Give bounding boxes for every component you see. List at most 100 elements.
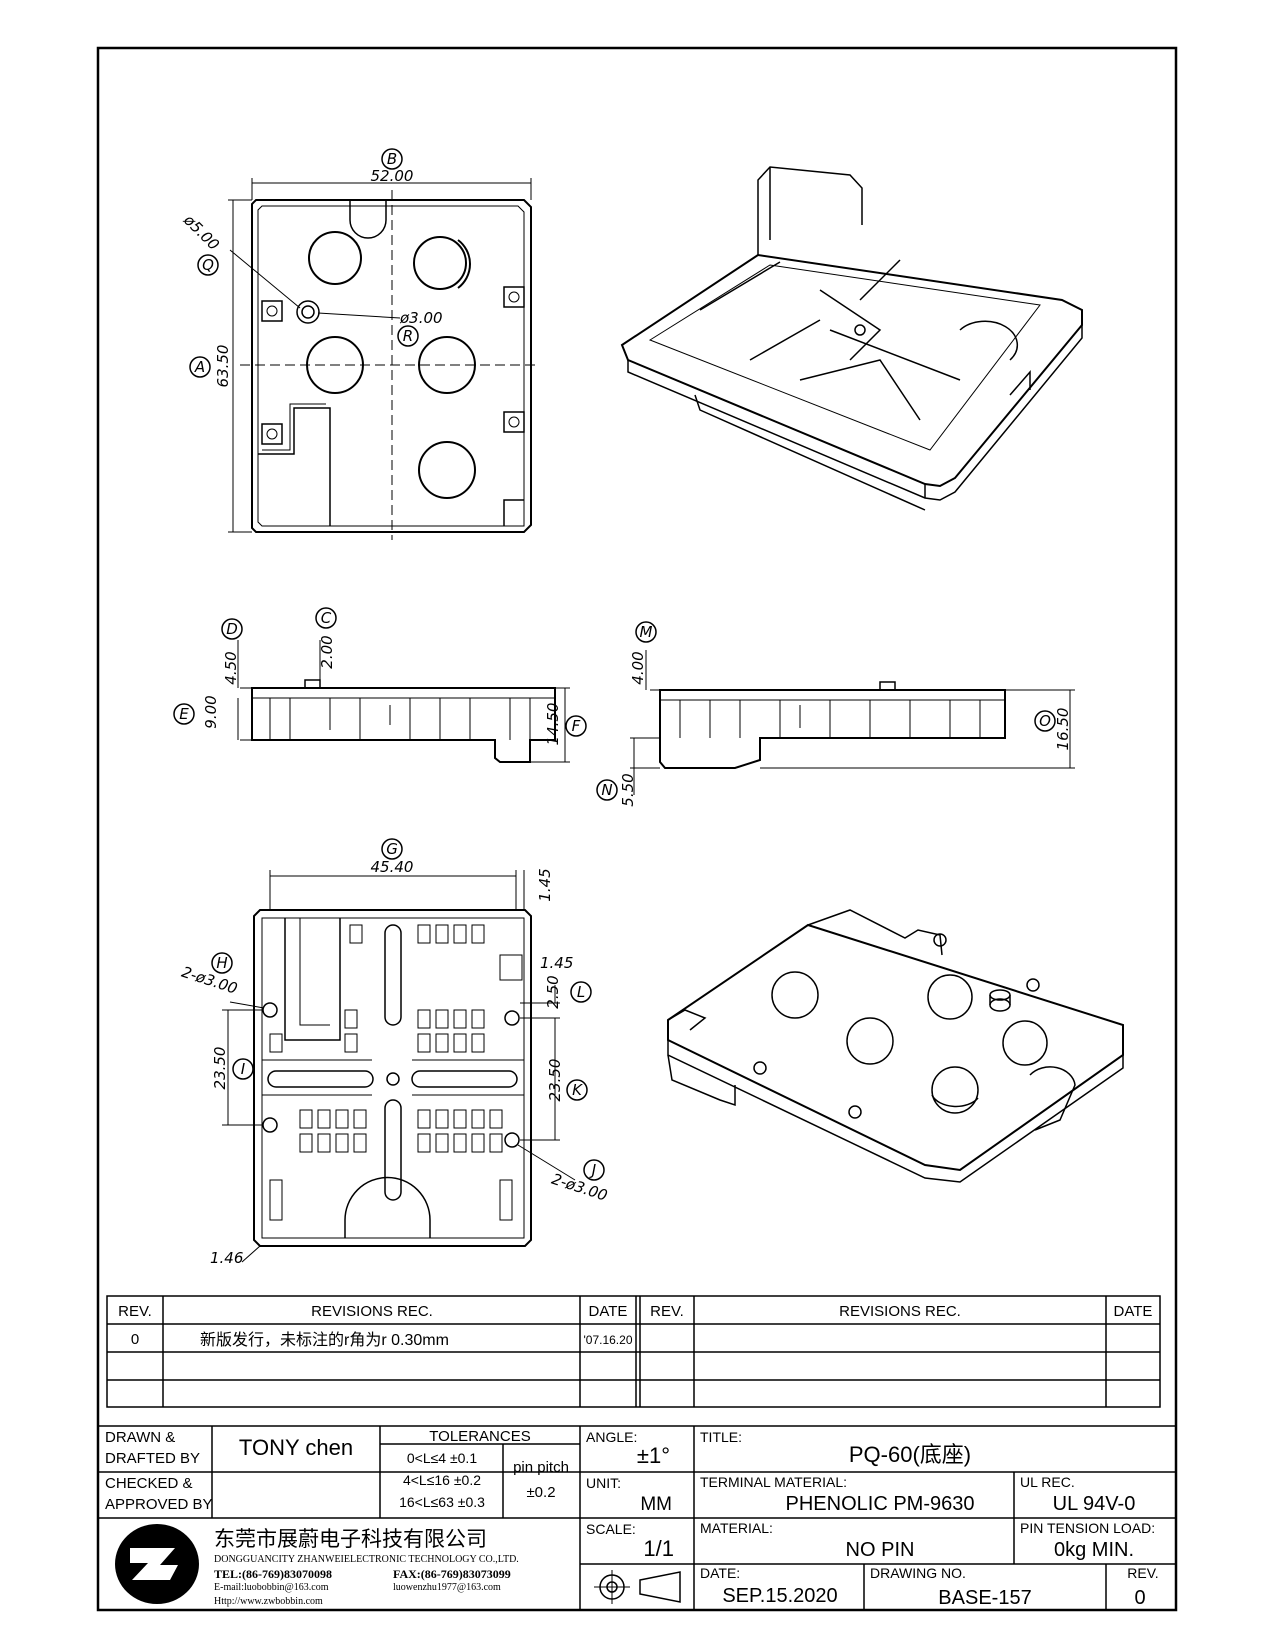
dim-i-label: I: [241, 1060, 246, 1078]
bottom-view-labels: G 45.40 1.45 H 2-ø3.00 1.45 L 2.50 I 23.…: [179, 838, 610, 1267]
ul-rec-label: UL REC.: [1020, 1474, 1075, 1490]
dim-c-label: C: [321, 609, 332, 627]
dim-r-value: ø3.00: [399, 309, 443, 327]
side-view-left: [237, 640, 570, 763]
dim-f-label: F: [572, 717, 581, 735]
dim-n-value: 5.50: [619, 773, 637, 806]
drawn-value: TONY chen: [239, 1435, 353, 1460]
dim-m-value: 4.00: [629, 651, 647, 684]
dim-r-label: R: [403, 327, 413, 345]
date-label: DATE:: [700, 1565, 740, 1581]
dim-h-label: H: [216, 954, 227, 972]
rev-header-right: REV.: [650, 1303, 684, 1320]
revisions-header-right: REVISIONS REC.: [839, 1303, 961, 1320]
revision-rev-0: 0: [131, 1331, 139, 1348]
side-view-right: [630, 650, 1075, 795]
checked-label-2: APPROVED BY: [105, 1496, 213, 1513]
company-info: 东莞市展蔚电子科技有限公司 DONGGUANCITY ZHANWEIELECTR…: [214, 1527, 519, 1607]
dim-o-value: 16.50: [1054, 708, 1072, 751]
dim-b-label: B: [387, 150, 397, 168]
title-label: TITLE:: [700, 1429, 742, 1445]
dim-n-label: N: [601, 781, 612, 799]
revisions-table: [106, 1295, 1161, 1408]
rev-value: 0: [1134, 1587, 1145, 1609]
unit-label: UNIT:: [586, 1475, 621, 1491]
pin-tension-value: 0kg MIN.: [1054, 1539, 1134, 1561]
company-email: E-mail:luobobbin@163.com: [214, 1582, 329, 1593]
scale-value: 1/1: [643, 1536, 674, 1561]
pin-pitch-label: pin pitch: [513, 1459, 569, 1476]
company-name-en: DONGGUANCITY ZHANWEIELECTRONIC TECHNOLOG…: [214, 1554, 519, 1565]
title-block: [98, 1425, 1176, 1610]
dim-d-value: 4.50: [222, 651, 240, 684]
rev-header-left: REV.: [118, 1303, 152, 1320]
side-view-left-labels: D 4.50 C 2.00 E 9.00 F 14.50: [173, 607, 587, 746]
scale-label: SCALE:: [586, 1521, 636, 1537]
dim-j-value: 2-ø3.00: [549, 1170, 609, 1205]
dim-e-value: 9.00: [202, 695, 220, 728]
dim-q-value: ø5.00: [179, 210, 223, 254]
tolerance-row-1: 0<L≤4 ±0.1: [407, 1450, 477, 1466]
tolerances-label: TOLERANCES: [429, 1428, 530, 1445]
terminal-material-value: PHENOLIC PM-9630: [786, 1493, 975, 1515]
company-fax: FAX:(86-769)83073099: [393, 1567, 511, 1581]
drawing-no-value: BASE-157: [938, 1587, 1031, 1609]
company-name-cn: 东莞市展蔚电子科技有限公司: [214, 1527, 487, 1551]
title-value: PQ-60(底座): [849, 1442, 971, 1467]
angle-label: ANGLE:: [586, 1429, 637, 1445]
date-header-right: DATE: [1114, 1303, 1153, 1320]
isometric-view-top: [620, 166, 1083, 511]
dim-j-label: J: [589, 1161, 596, 1179]
company-tel: TEL:(86-769)83070098: [214, 1567, 332, 1581]
dim-g-label: G: [386, 840, 398, 858]
dim-i-value: 23.50: [211, 1047, 229, 1090]
material-label: MATERIAL:: [700, 1520, 773, 1536]
drawn-label-2: DRAFTED BY: [105, 1450, 200, 1467]
dim-g-offset: 1.45: [536, 868, 554, 901]
top-view: [228, 178, 540, 540]
dim-l-offset: 1.45: [540, 954, 573, 972]
rev-label: REV.: [1127, 1565, 1158, 1581]
date-header-left: DATE: [589, 1303, 628, 1320]
revisions-table-text: REV. REVISIONS REC. DATE REV. REVISIONS …: [118, 1303, 1152, 1349]
sheet-border: [96, 46, 1178, 1612]
dim-k-label: K: [572, 1081, 583, 1099]
dim-d-label: D: [226, 620, 238, 638]
ul-rec-value: UL 94V-0: [1053, 1493, 1136, 1515]
checked-label-1: CHECKED &: [105, 1475, 193, 1492]
dim-m-label: M: [640, 623, 653, 641]
pin-tension-label: PIN TENSION LOAD:: [1020, 1520, 1155, 1536]
unit-value: MM: [640, 1494, 672, 1515]
side-view-right-labels: M 4.00 N 5.50 O 16.50: [596, 621, 1072, 807]
dim-b-value: 52.00: [371, 167, 414, 185]
dim-a-label: A: [194, 358, 205, 376]
isometric-view-bottom: [667, 909, 1124, 1183]
dim-f-value: 14.50: [544, 703, 562, 746]
dim-o-label: O: [1039, 712, 1051, 730]
dim-c-value: 2.00: [318, 635, 336, 668]
dim-l-value: 2.50: [544, 975, 562, 1008]
dim-a-value: 63.50: [214, 345, 232, 388]
date-value: SEP.15.2020: [722, 1585, 837, 1607]
angle-value: ±1°: [637, 1443, 670, 1468]
bottom-view: [222, 870, 576, 1263]
dim-k-value: 23.50: [546, 1059, 564, 1102]
company-email-2: luowenzhu1977@163.com: [393, 1582, 501, 1593]
material-value: NO PIN: [846, 1539, 915, 1561]
dim-e-label: E: [179, 705, 189, 723]
drawn-label-1: DRAWN &: [105, 1429, 175, 1446]
dim-l-label: L: [577, 983, 585, 1001]
drawing-no-label: DRAWING NO.: [870, 1565, 966, 1581]
dim-q-label: Q: [202, 256, 214, 274]
dim-g-value: 45.40: [371, 858, 414, 876]
dim-corner: 1.46: [210, 1249, 243, 1267]
tolerance-row-2: 4<L≤16 ±0.2: [403, 1472, 481, 1488]
terminal-material-label: TERMINAL MATERIAL:: [700, 1474, 847, 1490]
revision-text-0: 新版发行，未标注的r角为r 0.30mm: [200, 1331, 449, 1349]
tolerance-row-3: 16<L≤63 ±0.3: [399, 1494, 485, 1510]
title-block-text: DRAWN & DRAFTED BY TONY chen CHECKED & A…: [105, 1428, 1159, 1609]
company-web: Http://www.zwbobbin.com: [214, 1596, 323, 1607]
revisions-header-left: REVISIONS REC.: [311, 1303, 433, 1320]
revision-date-0: '07.16.20: [583, 1333, 632, 1347]
